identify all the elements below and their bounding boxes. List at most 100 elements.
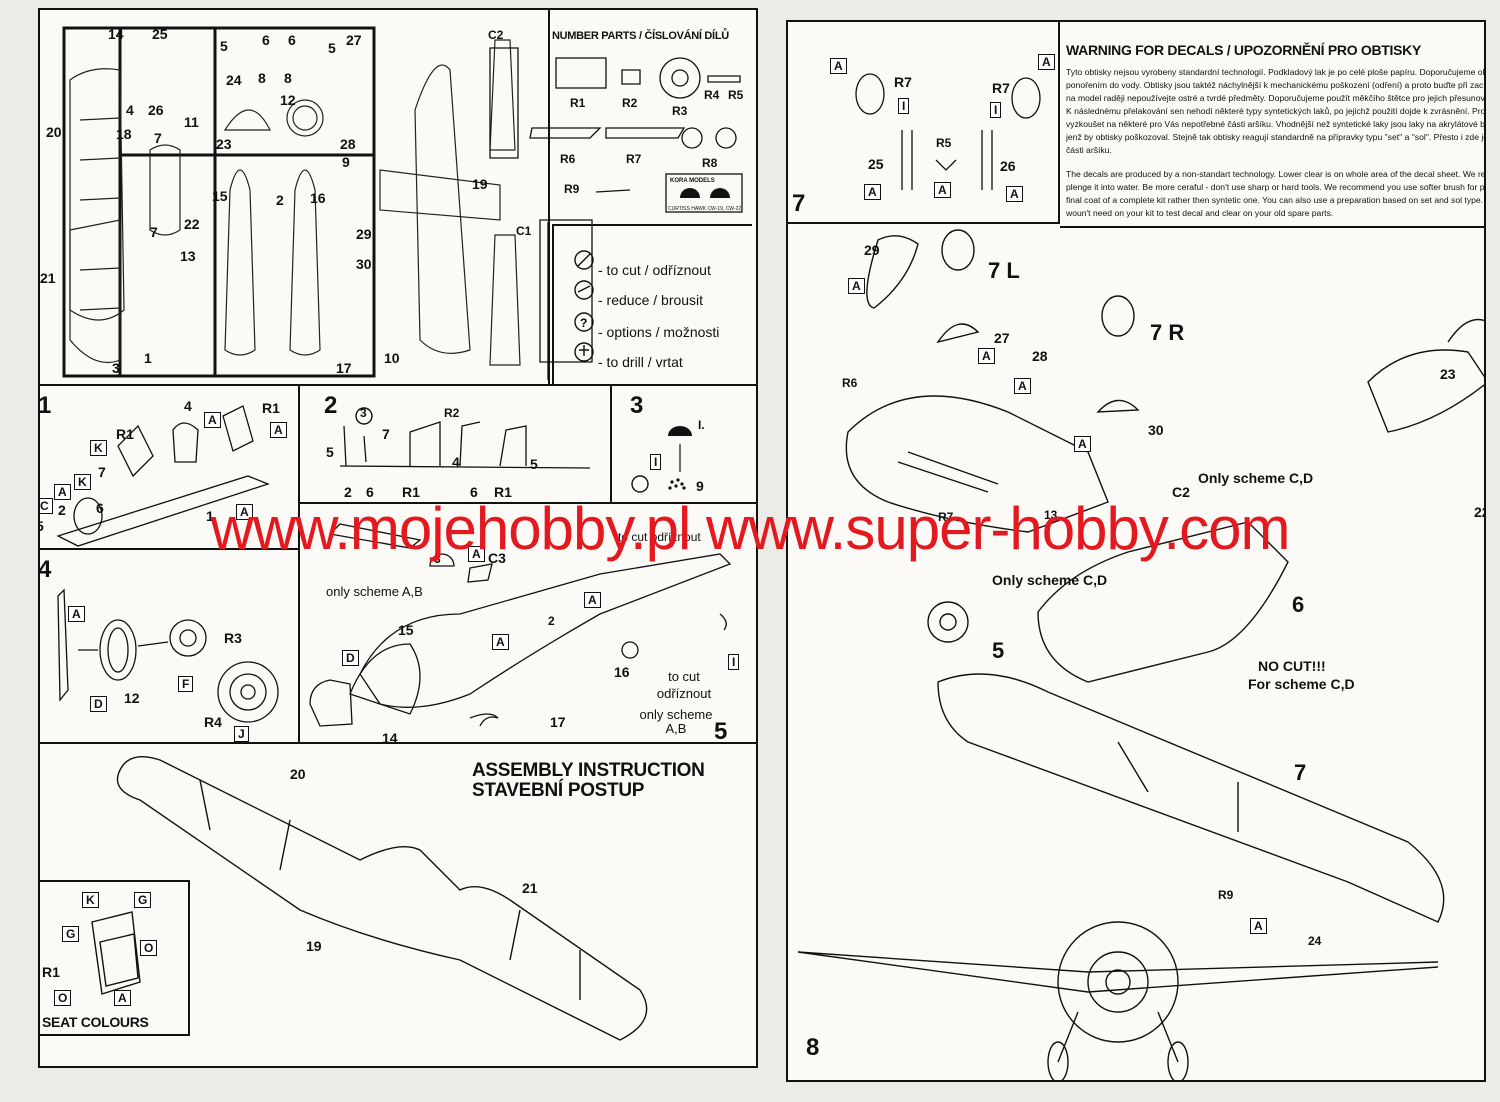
resin-parts-drawing [489, 47, 743, 380]
svg-text:?: ? [580, 316, 587, 330]
warning-cz-line: na model raději nepoužívejte ostré a tvr… [1066, 93, 1485, 103]
label-box: D [342, 650, 359, 666]
part-num: 18 [116, 126, 132, 142]
right-instruction-page: 7 A R7 I A R7 I 25 R5 26 A A A WARNING F… [786, 20, 1486, 1082]
label: 27 [994, 330, 1010, 346]
part-num: 10 [384, 350, 400, 366]
label: 6 [470, 484, 478, 500]
label-box: J [234, 726, 249, 742]
label: 17 [550, 714, 566, 730]
label-box: K [82, 892, 99, 908]
label-box: O [140, 940, 158, 956]
label: R1 [402, 484, 420, 500]
label: 25 [868, 156, 884, 172]
part-num: 28 [340, 136, 356, 152]
step-7-panel: 7 A R7 I A R7 I 25 R5 26 A A A [788, 22, 1060, 224]
step-4-drawing [57, 588, 279, 723]
label: 14 [382, 730, 398, 746]
symbol-legend: ? - to cut / odříznout - reduce / brousi… [552, 224, 752, 386]
label-box: K [90, 440, 107, 456]
step-3-drawing [631, 426, 692, 493]
label-box: I [728, 654, 740, 670]
step-number: 5 [714, 718, 728, 745]
part-num: 24 [226, 72, 242, 88]
label: 30 [1148, 422, 1164, 438]
label: 7 [98, 464, 106, 480]
note-only-scheme: only scheme A,B [326, 584, 423, 599]
label-box: A [1074, 436, 1091, 452]
label-box: A [1014, 378, 1031, 394]
label: 2 [344, 484, 352, 500]
legend-cut: - to cut / odříznout [598, 262, 711, 278]
step-number: 3 [630, 392, 644, 419]
label-box: A [864, 184, 881, 200]
resin-label: R3 [672, 104, 688, 118]
label-box: A [584, 592, 601, 608]
part-num: 13 [180, 248, 196, 264]
label: 24 [1308, 934, 1322, 948]
label-box: C [40, 498, 53, 514]
part-num: 26 [148, 102, 164, 118]
label-box: A [1250, 918, 1267, 934]
label: 4 [452, 454, 460, 470]
label-box: A [204, 412, 221, 428]
resin-label: R4 [704, 88, 720, 102]
label-box: O [54, 990, 72, 1006]
sprue-c1-label: C1 [516, 224, 532, 238]
part-num: 22 [184, 216, 200, 232]
legend-drill: - to drill / vrtat [598, 354, 683, 370]
label-box: F [178, 676, 194, 692]
label: Only scheme C,D [1198, 470, 1314, 486]
part-num: 16 [310, 190, 326, 206]
label-box: K [74, 474, 91, 490]
part-num: 25 [152, 26, 168, 42]
part-num: 21 [40, 270, 56, 286]
part-num: 14 [108, 26, 124, 42]
label: 29 [864, 242, 880, 258]
resin-label: R9 [564, 182, 580, 196]
label: I. [698, 418, 705, 432]
label-box: I [990, 102, 1002, 118]
label: 3 [360, 406, 367, 420]
part-num: 12 [280, 92, 296, 108]
sprue-drawing [62, 26, 521, 378]
step-6-wing-drawing [116, 756, 648, 1041]
label-box: A [1038, 54, 1055, 70]
seat-drawing [91, 911, 141, 995]
step-1-panel: 1 4 R1 R1 K 7 A K C 2 6 5 1 A A A [40, 384, 300, 550]
warning-cz-line: jenž by obtisky poškozoval. Stejně tak o… [1066, 132, 1484, 142]
label: NO CUT!!! [1258, 658, 1326, 674]
label: 6 [366, 484, 374, 500]
legend-icons: ? [574, 250, 594, 362]
resin-label: R2 [622, 96, 638, 110]
part-num: 29 [356, 226, 372, 242]
label: 7 [382, 426, 390, 442]
label-box: I [650, 454, 662, 470]
label: R9 [1218, 888, 1234, 902]
label: R2 [444, 406, 460, 420]
label-box: A [236, 504, 253, 520]
warning-en-line: The decals are produced by a non-standar… [1066, 169, 1486, 179]
legend-reduce: - reduce / brousit [598, 292, 704, 308]
step-8-number: 8 [806, 1034, 820, 1061]
label: 18 [756, 620, 758, 636]
warning-en-line: final coat of a complete kit rather then… [1066, 195, 1484, 205]
label-box: I [898, 98, 910, 114]
step-3-panel: 3 I. I 9 [610, 384, 756, 504]
step-7-drawing [855, 73, 1041, 190]
part-num: 3 [112, 360, 120, 376]
resin-label: R5 [728, 88, 744, 102]
label: 23 [1440, 366, 1456, 382]
part-num: 15 [212, 188, 228, 204]
label: 5 [40, 518, 44, 534]
label: 2 [58, 502, 66, 518]
sprue-c2-label: C2 [488, 28, 504, 42]
label-box: G [62, 926, 80, 942]
label: Only scheme C,D [992, 572, 1108, 588]
box-subtitle: CURTISS HAWK CW-19, CW-22 [668, 206, 742, 212]
warning-cz-line: K následnému přelakování sen nehodí někt… [1066, 106, 1486, 116]
step-1-drawing [56, 405, 270, 547]
step-number: 2 [324, 392, 338, 419]
part-num: 7 [154, 130, 162, 146]
part-num: 1 [144, 350, 152, 366]
